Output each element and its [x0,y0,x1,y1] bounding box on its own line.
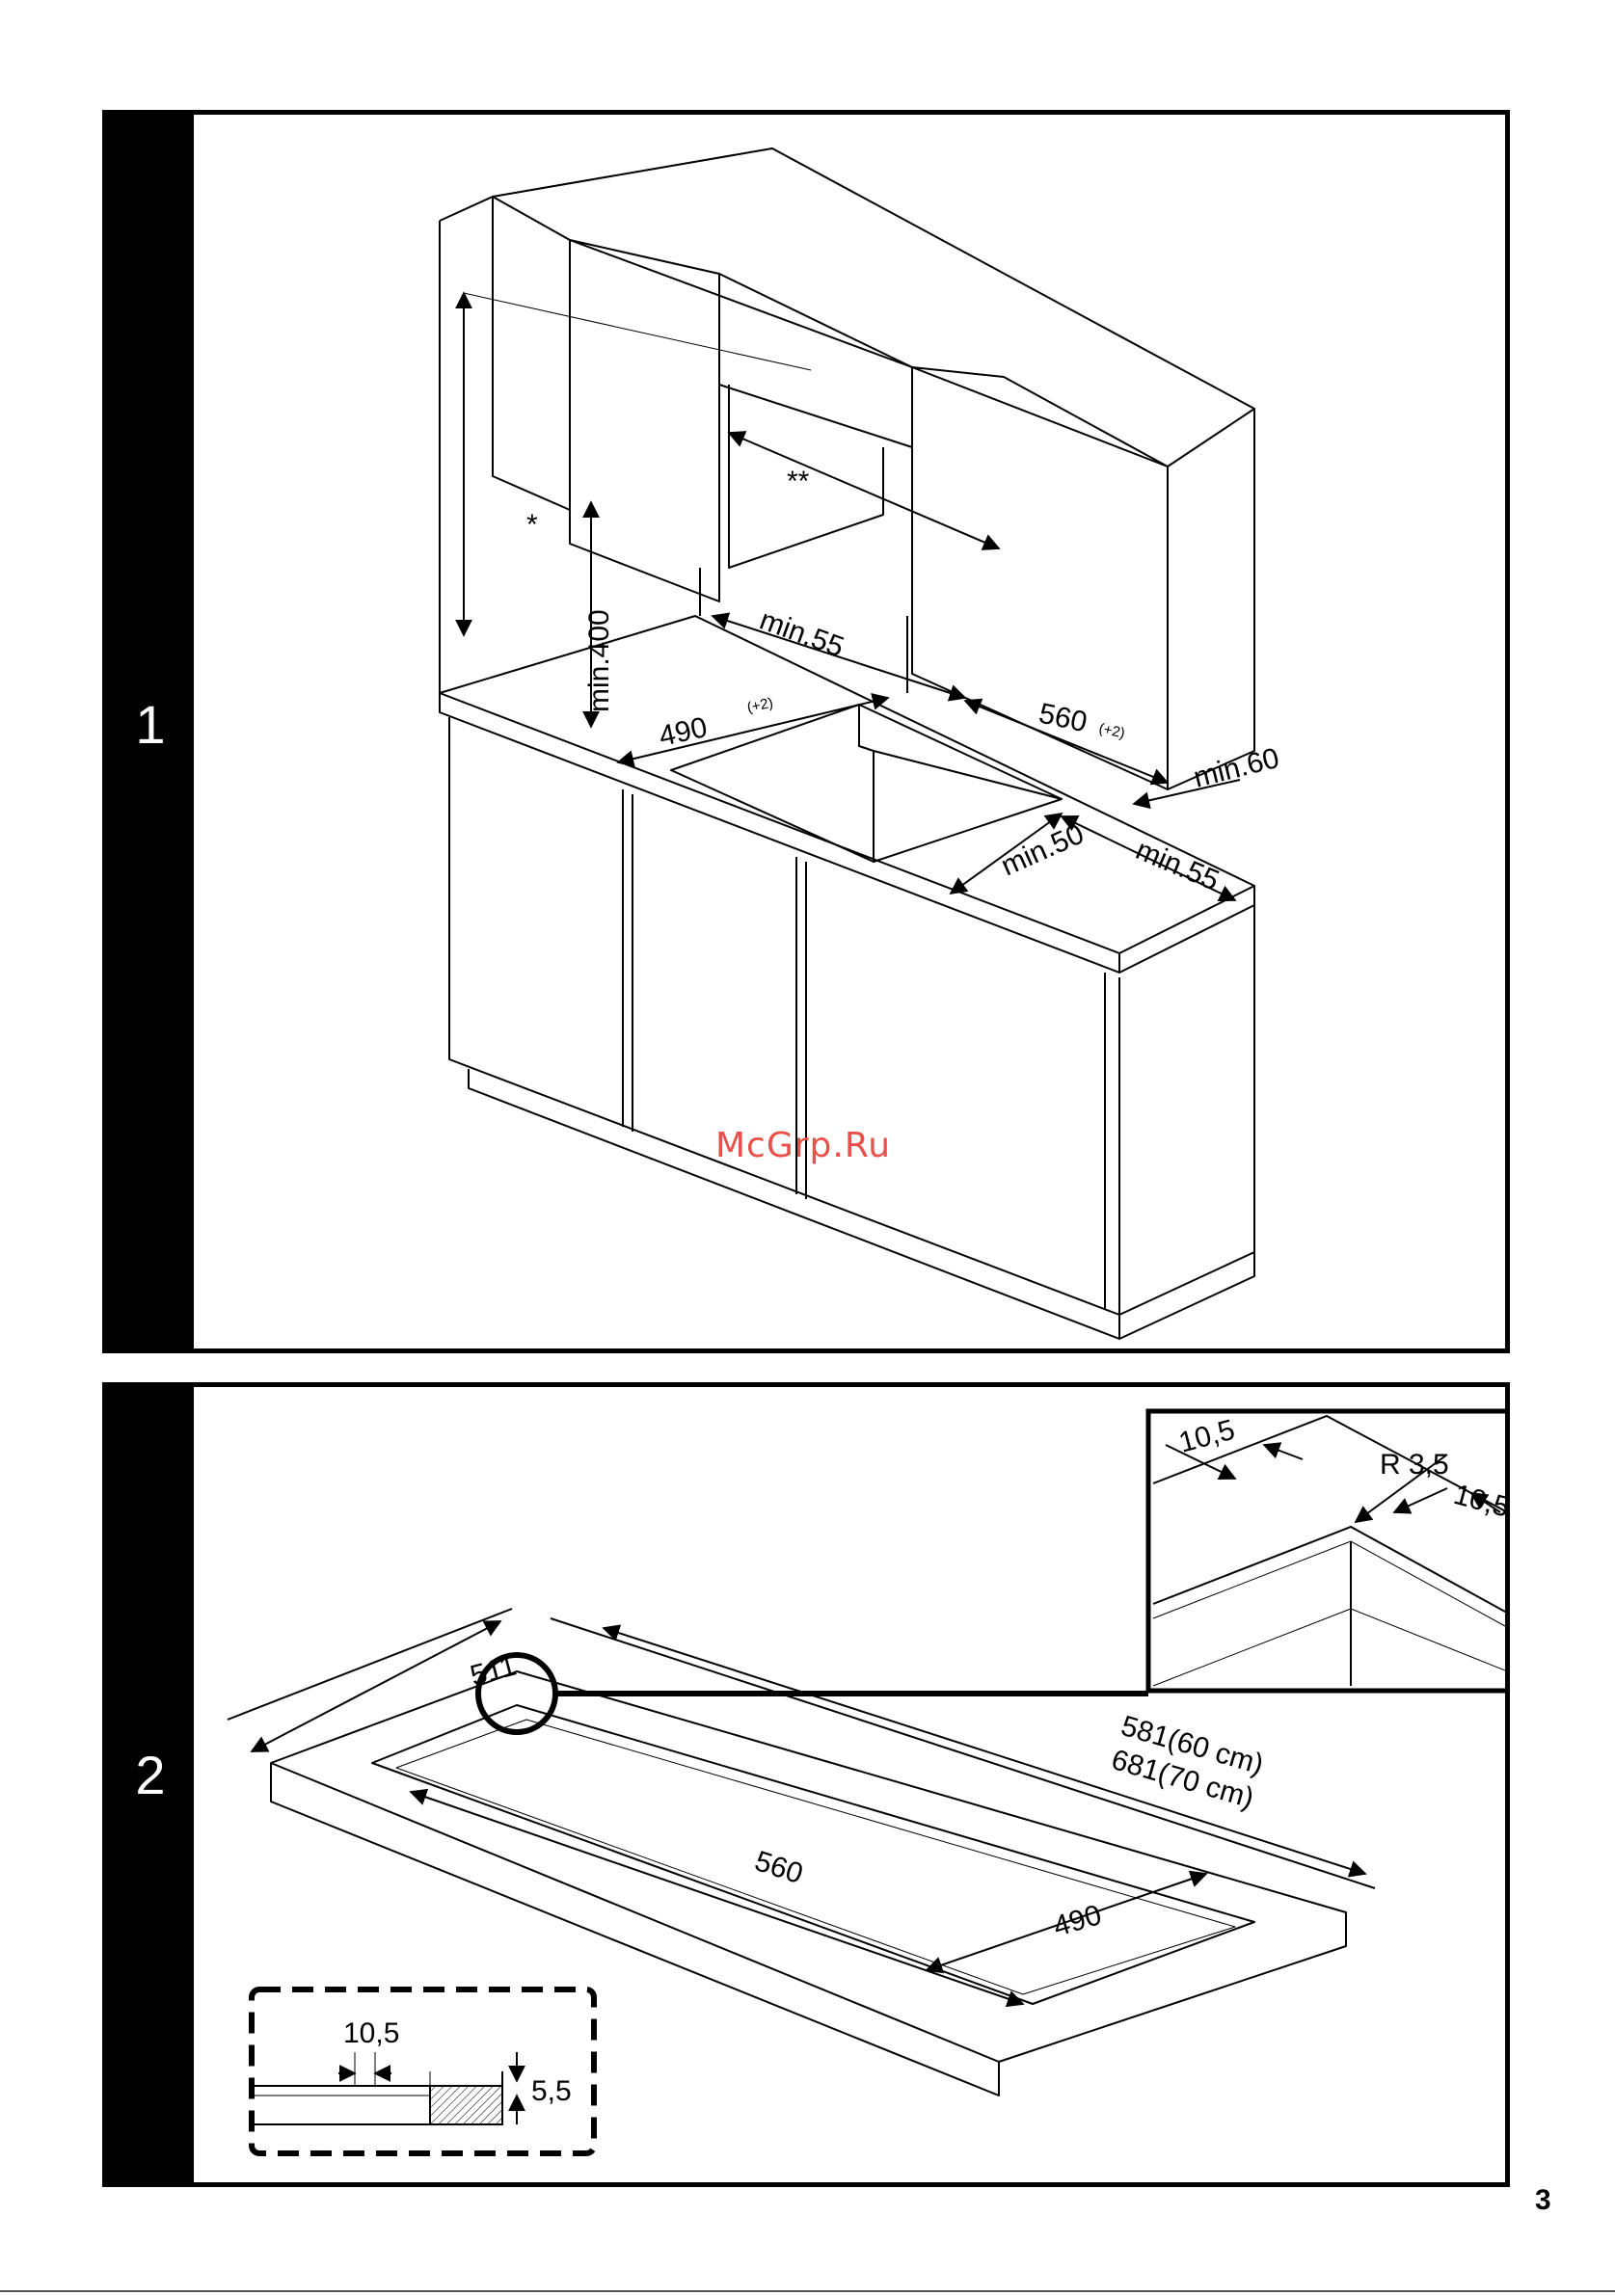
base-cabinet-outline [449,717,1119,1315]
label-min55-bottom: min.55 [1131,834,1224,897]
dim-511-arrow [252,1621,500,1751]
label-560-tolerance: (+2) [1097,720,1126,741]
label-490: 490 [657,711,711,753]
hob-cutout-inner [874,751,1062,799]
hob-cutout-depth [859,705,874,862]
label-490: 490 [1050,1899,1105,1943]
bottom-rule [0,2290,1615,2292]
detail-label-r-3-5: R 3,5 [1380,1449,1449,1481]
corner-detail-box: 10,5 R 3,5 10,5 [1148,1411,1505,1691]
hood-cabinet-front [719,274,912,447]
label-min60: min.60 [1191,742,1282,794]
hob-inner-ledge [396,1720,1235,1994]
upper-cabinet-top-edge [1168,409,1254,467]
base-cabinet-side [1119,905,1254,1315]
panel-1-number: 1 [107,693,194,756]
upper-cabinet-left-door [570,240,719,601]
label-double-star: ** [787,466,810,497]
figure-2-panel: 2 511 581 [102,1382,1510,2187]
label-star: * [526,509,538,541]
section-detail-box: 10,5 5,5 [252,1989,594,2153]
base-door-gap-1 [623,789,633,1132]
label-511: 511 [467,1650,520,1693]
dim-double-star-arrow [729,433,999,548]
panel-2-number: 2 [107,1744,194,1806]
label-490-tolerance: (+2) [745,695,774,716]
dim-560-arrow [411,1792,1023,2004]
label-min400: min.400 [583,609,615,712]
section-label-5-5: 5,5 [531,2075,572,2107]
plinth [469,1069,1254,1339]
figure-1-panel: 1 [102,110,1510,1353]
page-number: 3 [1535,2184,1551,2217]
upper-cabinet-left-side [493,197,570,510]
section-label-10-5: 10,5 [343,2017,399,2049]
hob-cutout-drawing: 511 581(60 cm) 681(70 cm) 560 490 [194,1387,1505,2182]
wall-outline [440,197,493,693]
worktop-edge [440,693,1254,973]
watermark-text: McGrp.Ru [715,1126,891,1165]
label-min55-top: min.55 [756,604,848,664]
label-560: 560 [751,1845,807,1890]
worktop-top [440,616,1254,953]
